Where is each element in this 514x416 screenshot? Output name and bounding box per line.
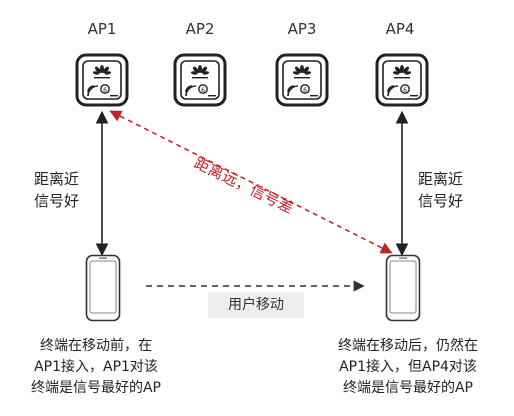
ap4-label: AP4 — [385, 20, 415, 38]
access-point-icon: 6 — [375, 53, 429, 107]
svg-text:6: 6 — [103, 87, 107, 94]
access-point-icon: 6 — [75, 53, 129, 107]
ap4-device: 6 — [374, 52, 430, 108]
left-signal-line-2: 信号好 — [34, 192, 80, 210]
ap2-label: AP2 — [185, 20, 215, 38]
after-note-line-1: 终端在移动后，仍然在 — [338, 338, 478, 354]
user-move-label: 用户移动 — [208, 292, 304, 318]
after-note-line-3: 终端是信号最好的AP — [342, 380, 474, 396]
left-signal-label: 距离近 信号好 — [34, 168, 79, 212]
svg-text:6: 6 — [403, 87, 407, 94]
terminal-before — [85, 254, 121, 326]
far-link — [109, 110, 393, 254]
ap3-device: 6 — [274, 52, 330, 108]
phone-icon — [85, 254, 121, 322]
terminal-after — [385, 254, 421, 326]
right-signal-line-2: 信号好 — [418, 192, 464, 210]
after-note-line-2: AP1接入，但AP4对该 — [339, 359, 477, 375]
ap1-label: AP1 — [87, 20, 117, 38]
left-signal-line-1: 距离近 — [34, 170, 80, 188]
after-note: 终端在移动后，仍然在 AP1接入，但AP4对该 终端是信号最好的AP — [318, 336, 498, 399]
access-point-icon: 6 — [173, 53, 227, 107]
ap1-device: 6 — [74, 52, 130, 108]
ap2-device: 6 — [172, 52, 228, 108]
phone-icon — [385, 254, 421, 322]
right-signal-line-1: 距离近 — [418, 170, 464, 188]
before-note-line-3: 终端是信号最好的AP — [30, 380, 162, 396]
right-signal-label: 距离近 信号好 — [418, 168, 463, 212]
before-note: 终端在移动前，在 AP1接入，AP1对该 终端是信号最好的AP — [12, 336, 180, 399]
svg-text:6: 6 — [201, 87, 205, 94]
access-point-icon: 6 — [275, 53, 329, 107]
before-note-line-2: AP1接入，AP1对该 — [34, 359, 158, 375]
svg-text:6: 6 — [303, 87, 307, 94]
ap3-label: AP3 — [287, 20, 317, 38]
before-note-line-1: 终端在移动前，在 — [40, 338, 152, 354]
